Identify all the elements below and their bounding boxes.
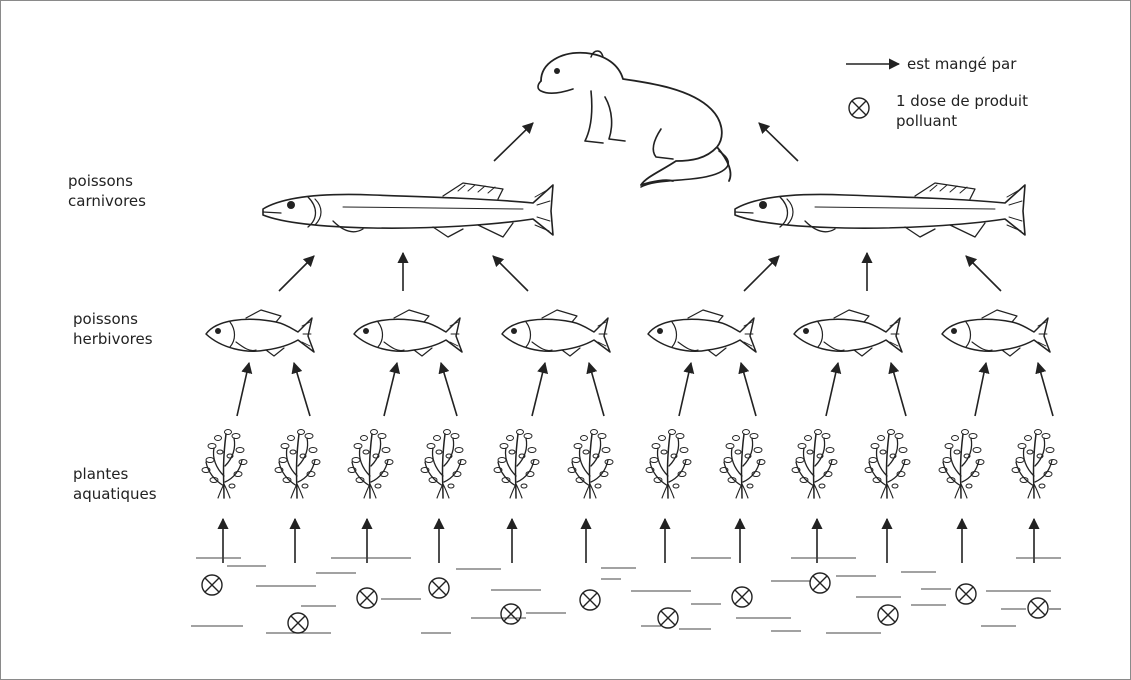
arrows-herbivore-to-carnivore [278,251,1002,292]
arrow [278,255,315,292]
plant-icon [274,428,321,499]
herbivore-fish-icon [501,309,611,357]
arrows-water-to-plant [217,517,1040,563]
arrow [493,122,534,162]
arrow [825,361,842,417]
plant-icon [645,428,692,499]
arrows-carnivore-to-otter [493,122,799,162]
plant-icon [201,428,248,499]
legend-arrow-label: est mangé par [907,55,1017,73]
plant-icon [493,428,540,499]
arrow [743,255,780,292]
herbivore-fish-icon [205,309,315,357]
water-lines [191,557,1061,634]
arrow [492,255,529,292]
pollutant-dose-icon [657,607,679,629]
pollutant-dose-icon [579,589,601,611]
label-carnivores: poissons carnivores [68,172,146,210]
legend-dose-icon [848,97,870,119]
plant-icon [791,428,838,499]
pollutant-dose-icon [500,603,522,625]
pollutant-dose-icon [731,586,753,608]
svg-text:poissons: poissons [68,172,133,190]
arrow [738,361,757,417]
plant-icon [567,428,614,499]
plants-row [201,428,1058,499]
arrows-plant-to-herbivore [236,361,1054,417]
pollutant-dose-icon [428,577,450,599]
arrow [1035,361,1054,417]
plant-icon [347,428,394,499]
legend-dose-label: 1 dose de produit [896,92,1028,110]
plant-icon [864,428,911,499]
pollutant-dose-icon [356,587,378,609]
label-plants: plantes aquatiques [73,465,157,503]
plant-icon [1011,428,1058,499]
svg-text:herbivores: herbivores [73,330,153,348]
arrow [974,361,990,417]
svg-text:poissons: poissons [73,310,138,328]
pollutant-dose-icon [955,583,977,605]
arrow [438,361,458,417]
carnivore-fish-icon [734,182,1026,238]
pollutant-dose-icon [201,574,223,596]
legend-dose-label-2: polluant [896,112,957,130]
svg-text:carnivores: carnivores [68,192,146,210]
arrow [678,361,695,417]
plant-icon [938,428,985,499]
herbivore-fish-row [205,309,1051,357]
svg-text:plantes: plantes [73,465,128,483]
arrow [291,361,311,417]
legend: est mangé par 1 dose de produit polluant [846,55,1028,130]
arrow [758,122,799,162]
arrow [383,361,401,417]
herbivore-fish-icon [353,309,463,357]
plant-icon [420,428,467,499]
herbivore-fish-icon [941,309,1051,357]
pollutant-doses [201,572,1049,634]
pollutant-dose-icon [287,612,309,634]
herbivore-fish-icon [793,309,903,357]
svg-text:aquatiques: aquatiques [73,485,157,503]
otter-icon [537,50,732,188]
carnivore-fish-icon [262,182,554,238]
pollutant-dose-icon [1027,597,1049,619]
arrow [888,361,907,417]
arrow [586,361,605,417]
pollutant-dose-icon [877,604,899,626]
arrow [531,361,549,417]
plant-icon [719,428,766,499]
label-herbivores: poissons herbivores [73,310,153,348]
herbivore-fish-icon [647,309,757,357]
pollutant-dose-icon [809,572,831,594]
arrow [236,361,253,417]
arrow [965,255,1002,292]
